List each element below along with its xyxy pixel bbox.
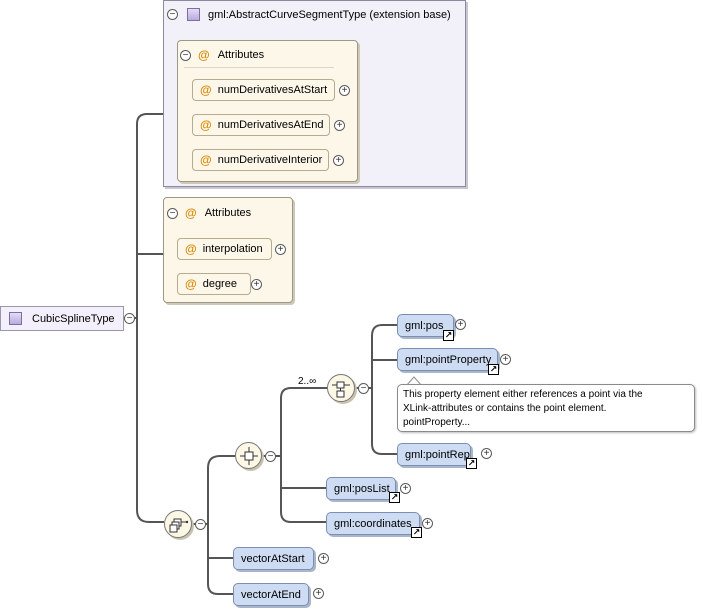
inner-sequence-compositor[interactable] bbox=[327, 374, 355, 402]
own-attributes-group: − @ Attributes @ interpolation + @ degre… bbox=[163, 197, 293, 303]
cardinality-label: 2..∞ bbox=[298, 376, 317, 387]
sequence-collapse-icon[interactable]: − bbox=[195, 519, 206, 530]
element-gml-point-rep[interactable]: gml:pointRep bbox=[397, 443, 471, 466]
extension-title: gml:AbstractCurveSegmentType (extension … bbox=[208, 8, 451, 21]
expand-icon[interactable]: + bbox=[339, 85, 350, 96]
type-icon bbox=[187, 8, 200, 21]
element-label: gml:pos bbox=[405, 319, 444, 332]
inner-sequence-collapse-icon[interactable]: − bbox=[358, 383, 369, 394]
documentation-tooltip: This property element either references … bbox=[397, 384, 695, 432]
expand-icon[interactable]: + bbox=[422, 518, 433, 529]
attribute-label: numDerivativeInterior bbox=[217, 154, 323, 166]
root-type-label: CubicSplineType bbox=[32, 312, 115, 325]
own-attributes-header: − @ Attributes bbox=[167, 206, 251, 220]
inherited-attributes-header: − @ Attributes bbox=[180, 48, 264, 62]
attributes-collapse-icon[interactable]: − bbox=[167, 207, 178, 219]
expand-icon[interactable]: + bbox=[333, 155, 344, 166]
element-gml-coordinates[interactable]: gml:coordinates bbox=[326, 512, 420, 535]
choice-compositor[interactable] bbox=[235, 442, 262, 469]
element-label: vectorAtStart bbox=[241, 552, 305, 565]
attributes-label: Attributes bbox=[217, 49, 265, 61]
type-icon bbox=[9, 312, 22, 325]
element-label: vectorAtEnd bbox=[241, 588, 301, 601]
tooltip-pointer bbox=[405, 376, 423, 386]
reference-icon: ↗ bbox=[466, 458, 477, 469]
attribute-num-derivative-interior[interactable]: @ numDerivativeInterior bbox=[192, 149, 329, 171]
element-label: gml:posList bbox=[334, 482, 390, 495]
attribute-interpolation[interactable]: @ interpolation bbox=[177, 238, 272, 260]
attribute-num-derivatives-at-end[interactable]: @ numDerivativesAtEnd bbox=[192, 114, 330, 136]
attributes-label: Attributes bbox=[204, 207, 252, 219]
reference-icon: ↗ bbox=[488, 364, 499, 375]
sequence-icon bbox=[332, 381, 350, 398]
attribute-icon: @ bbox=[198, 48, 210, 62]
extension-header: − gml:AbstractCurveSegmentType (extensio… bbox=[167, 8, 451, 21]
element-gml-pos-list[interactable]: gml:posList bbox=[326, 477, 396, 500]
expand-icon[interactable]: + bbox=[334, 120, 345, 131]
extension-base-group: − gml:AbstractCurveSegmentType (extensio… bbox=[163, 0, 466, 187]
expand-icon[interactable]: + bbox=[455, 319, 466, 330]
expand-icon[interactable]: + bbox=[500, 354, 511, 365]
expand-icon[interactable]: + bbox=[481, 448, 492, 459]
attribute-icon: @ bbox=[185, 206, 197, 220]
attribute-icon: @ bbox=[200, 83, 212, 97]
attribute-icon: @ bbox=[185, 242, 197, 256]
expand-icon[interactable]: + bbox=[313, 588, 324, 599]
element-gml-point-property[interactable]: gml:pointProperty bbox=[397, 348, 498, 371]
attribute-label: interpolation bbox=[202, 243, 263, 255]
tooltip-line: XLink-attributes or contains the point e… bbox=[403, 403, 607, 414]
element-label: gml:coordinates bbox=[334, 517, 412, 530]
reference-icon: ↗ bbox=[443, 330, 454, 341]
attribute-degree[interactable]: @ degree bbox=[177, 273, 251, 295]
element-vector-at-start[interactable]: vectorAtStart bbox=[233, 547, 314, 570]
extension-collapse-icon[interactable]: − bbox=[167, 9, 178, 20]
expand-icon[interactable]: + bbox=[318, 553, 329, 564]
attribute-label: degree bbox=[202, 278, 237, 290]
element-vector-at-end[interactable]: vectorAtEnd bbox=[233, 583, 309, 606]
choice-collapse-icon[interactable]: − bbox=[265, 451, 276, 462]
tooltip-line: This property element either references … bbox=[403, 389, 643, 400]
attribute-icon: @ bbox=[200, 153, 212, 167]
tooltip-line: pointProperty... bbox=[403, 417, 471, 428]
attribute-icon: @ bbox=[200, 118, 212, 132]
expand-icon[interactable]: + bbox=[251, 279, 262, 290]
attribute-label: numDerivativesAtEnd bbox=[217, 119, 324, 131]
reference-icon: ↗ bbox=[389, 492, 400, 503]
sequence-icon bbox=[169, 518, 189, 533]
sequence-compositor[interactable] bbox=[164, 510, 192, 538]
attributes-collapse-icon[interactable]: − bbox=[180, 49, 191, 61]
element-gml-pos[interactable]: gml:pos bbox=[397, 314, 454, 337]
inherited-attributes-group: − @ Attributes @ numDerivativesAtStart +… bbox=[177, 40, 358, 182]
root-collapse-icon[interactable]: − bbox=[124, 313, 135, 324]
expand-icon[interactable]: + bbox=[400, 483, 411, 494]
attribute-label: numDerivativesAtStart bbox=[217, 84, 328, 96]
expand-icon[interactable]: + bbox=[275, 244, 286, 255]
attribute-icon: @ bbox=[185, 277, 197, 291]
reference-icon: ↗ bbox=[411, 527, 422, 538]
choice-icon bbox=[240, 447, 258, 465]
attribute-num-derivatives-at-start[interactable]: @ numDerivativesAtStart bbox=[192, 79, 335, 101]
element-label: gml:pointProperty bbox=[405, 353, 492, 366]
element-label: gml:pointRep bbox=[405, 448, 470, 461]
root-type-node[interactable]: CubicSplineType bbox=[0, 306, 124, 331]
